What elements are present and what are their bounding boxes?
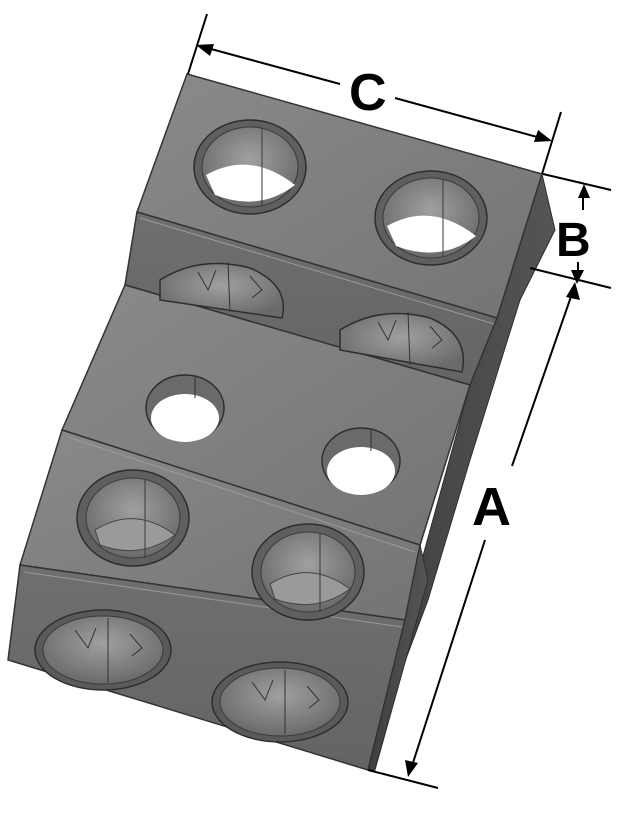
lower-step-side-face (367, 544, 429, 771)
upper-top-hole-left (193, 119, 307, 215)
dimension-a (367, 282, 580, 789)
dimension-b-label: B (556, 214, 591, 267)
middle-hole-right (321, 427, 401, 495)
upper-top-hole-right (374, 170, 488, 266)
middle-hole-left (145, 374, 225, 442)
dimension-c (187, 13, 562, 175)
upper-front-bore-left (159, 261, 284, 319)
lower-top-hole-right (251, 523, 365, 621)
dimension-a-label: A (472, 477, 511, 537)
lower-front-bore-left (34, 609, 172, 691)
edge-chamfer-lines (23, 217, 495, 628)
lower-front-bore-right (211, 661, 349, 743)
dimension-b (529, 173, 612, 289)
upper-front-bore-right (339, 311, 464, 373)
dimension-c-label: C (349, 64, 387, 122)
lower-top-hole-left (76, 469, 190, 567)
